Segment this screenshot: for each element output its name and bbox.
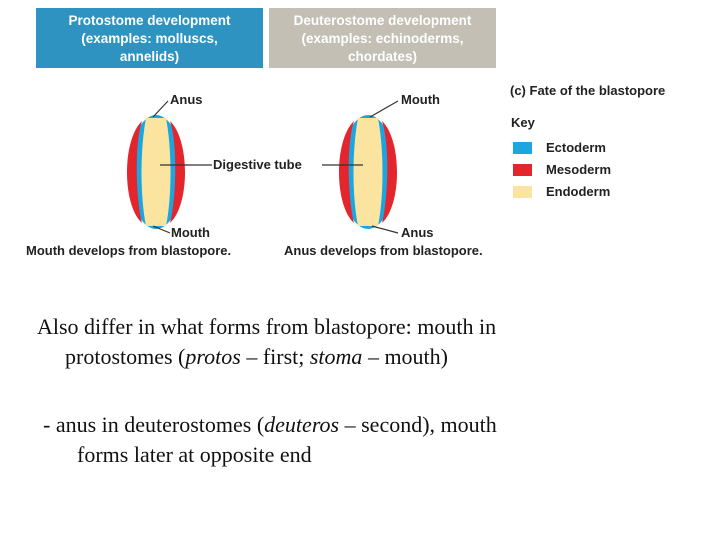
deut-bottom-leader — [372, 226, 398, 233]
bullet2-line1: - anus in deuterostomes (deuteros – seco… — [43, 410, 497, 440]
bullet2-text-a: - anus in deuterostomes ( — [43, 412, 264, 437]
bullet1-text-b: – first; — [241, 344, 310, 369]
stoma-term: stoma — [310, 344, 363, 369]
protostome-caption: Mouth develops from blastopore. — [26, 243, 231, 258]
bullet-deuterostome-anus: - anus in deuterostomes (deuteros – seco… — [43, 410, 497, 470]
bullet1-line2: protostomes (protos – first; stoma – mou… — [37, 342, 496, 372]
bullet2-text-b: – second), mouth — [339, 412, 497, 437]
protostome-embryo — [127, 115, 185, 229]
deuterostome-caption: Anus develops from blastopore. — [284, 243, 483, 258]
ectoderm-swatch — [513, 142, 532, 154]
proto-top-leader — [153, 101, 168, 117]
key-item-mesoderm: Mesoderm — [513, 162, 643, 180]
bullet1-text-c: – mouth) — [362, 344, 448, 369]
deuterostome-endoderm-gut — [354, 118, 383, 226]
digestive-tube-label: Digestive tube — [213, 157, 302, 172]
key-item-ectoderm: Ectoderm — [513, 140, 643, 158]
mesoderm-swatch — [513, 164, 532, 176]
deut-top-leader — [370, 101, 398, 117]
endoderm-swatch — [513, 186, 532, 198]
panel-title: (c) Fate of the blastopore — [510, 83, 665, 98]
bullet-blastopore-difference: Also differ in what forms from blastopor… — [37, 312, 496, 372]
deuteros-term: deuteros — [264, 412, 339, 437]
deuterostome-embryo — [339, 115, 397, 229]
protos-term: protos — [185, 344, 240, 369]
key-label-mesoderm: Mesoderm — [546, 162, 611, 177]
deut-anus-label: Anus — [401, 225, 434, 240]
key-label-ectoderm: Ectoderm — [546, 140, 606, 155]
bullet1-text-a: protostomes ( — [65, 344, 185, 369]
proto-anus-label: Anus — [170, 92, 203, 107]
bullet2-line2: forms later at opposite end — [43, 440, 497, 470]
proto-mouth-label: Mouth — [171, 225, 210, 240]
bullet1-line1: Also differ in what forms from blastopor… — [37, 312, 496, 342]
key-label-endoderm: Endoderm — [546, 184, 610, 199]
key-item-endoderm: Endoderm — [513, 184, 643, 202]
deut-mouth-label: Mouth — [401, 92, 440, 107]
key-title: Key — [511, 115, 535, 130]
protostome-endoderm-gut — [142, 118, 171, 226]
